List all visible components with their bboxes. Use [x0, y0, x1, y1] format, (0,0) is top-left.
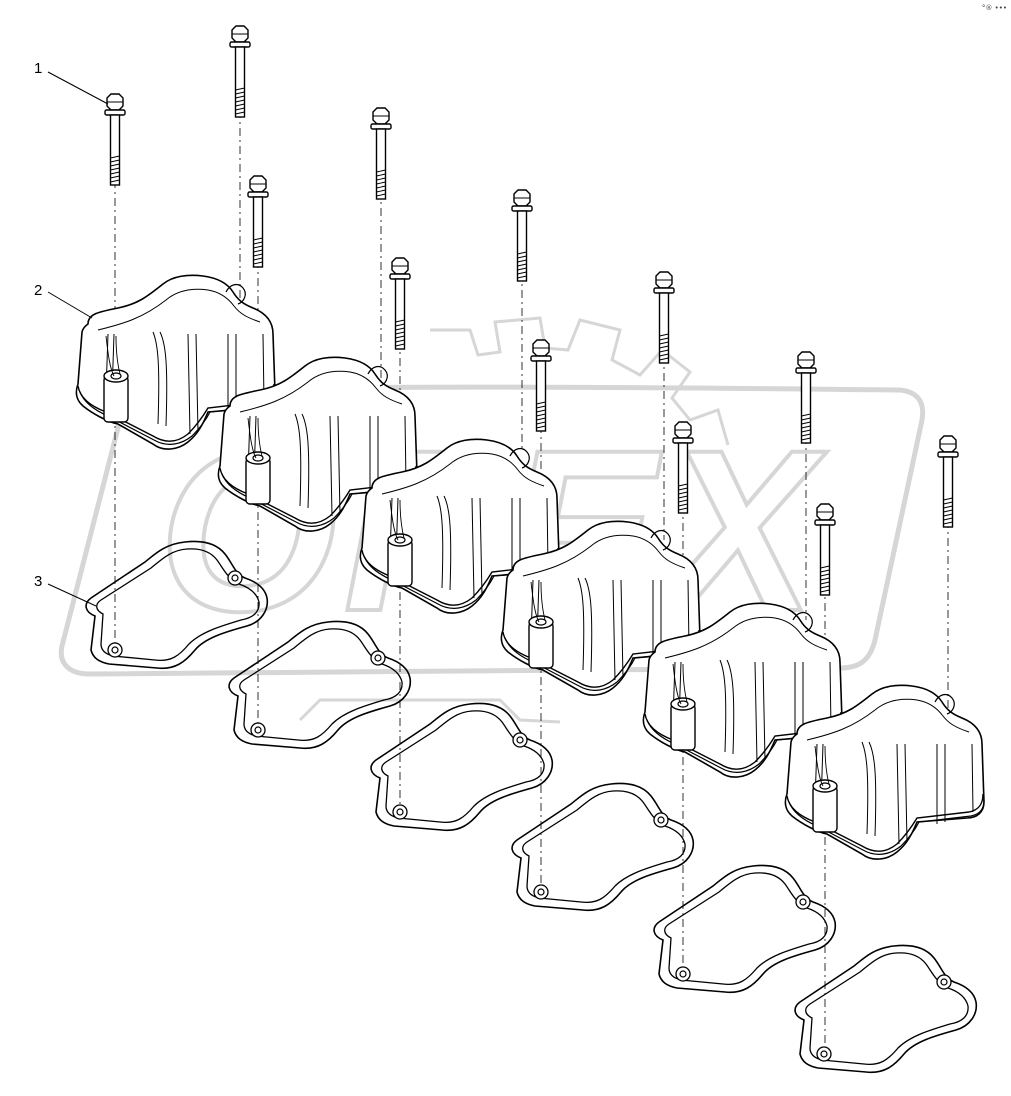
gasket-5 — [653, 864, 837, 994]
bolt-2b — [370, 107, 392, 200]
callout-leaders — [47, 71, 109, 607]
bolt-1b — [229, 25, 251, 118]
gasket-4 — [511, 782, 695, 912]
callout-gasket: 3 — [34, 573, 43, 590]
bolt-6b — [937, 435, 959, 528]
callout-bolt: 1 — [34, 60, 43, 77]
corner-mark: °® ••• — [981, 4, 1007, 12]
callout-cover: 2 — [34, 282, 43, 299]
bolt-4b — [653, 271, 675, 364]
gasket-3 — [370, 702, 554, 832]
bolt-1a — [104, 93, 126, 186]
gasket-6 — [794, 944, 978, 1074]
bolt-3b — [511, 189, 533, 282]
bolt-3a — [389, 257, 411, 350]
bolt-2a — [247, 175, 269, 268]
